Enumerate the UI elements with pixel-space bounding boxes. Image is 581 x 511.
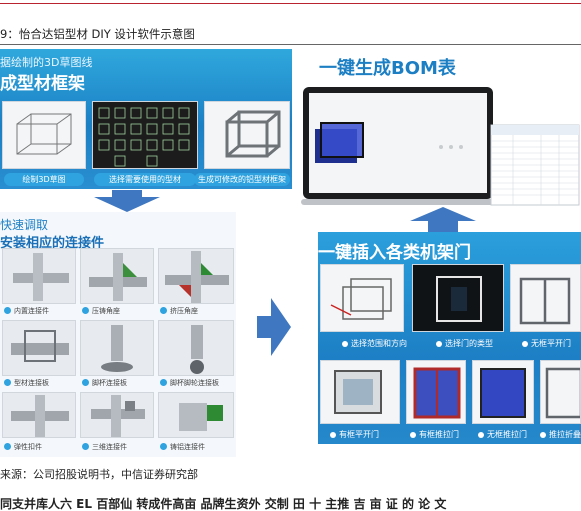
profile-grid-illustration bbox=[98, 107, 190, 167]
door-type-screenshot bbox=[412, 264, 504, 332]
panel-doors: 一键插入各类机架门 选择范围和方向 选择门的类型 无框平开门 有框平开门 有框推… bbox=[318, 232, 581, 444]
panel-bom: 一键生成BOM表 bbox=[301, 49, 581, 207]
body-text-cropped: 同支并库人六 EL 百部仙 转成件高亩 品牌生资外 交制 田 十 主推 吉 亩 … bbox=[0, 497, 447, 511]
connector-caption: 内置连接件 bbox=[4, 306, 49, 316]
connector-caption: 型材连接板 bbox=[4, 378, 49, 388]
panel-draw-frame: 据绘制的3D草图线 成型材框架 bbox=[0, 49, 292, 189]
connector-caption: 三维连接件 bbox=[82, 442, 127, 452]
connector-caption: 压铸角座 bbox=[82, 306, 120, 316]
panel-doors-title: 一键插入各类机架门 bbox=[318, 243, 471, 263]
arrow-down-icon bbox=[94, 190, 160, 212]
wireframe-illustration bbox=[16, 113, 72, 155]
door-type-label: 有框平开门 bbox=[330, 429, 379, 440]
connector-caption: 铸铝连接件 bbox=[160, 442, 205, 452]
caption-rule bbox=[0, 44, 581, 45]
top-rule bbox=[0, 3, 581, 4]
profile-library-screenshot bbox=[92, 101, 198, 169]
door-type-label: 无框推拉门 bbox=[478, 429, 527, 440]
panel-draw-subtitle: 据绘制的3D草图线 bbox=[0, 56, 93, 69]
connector-image bbox=[2, 320, 76, 376]
panel-connectors-title: 安装相应的连接件 bbox=[0, 236, 105, 251]
connector-image bbox=[80, 320, 154, 376]
door-type-label: 推拉折叠门 bbox=[540, 429, 581, 440]
door-range-screenshot bbox=[320, 264, 404, 332]
connector-image bbox=[158, 248, 234, 304]
step-profile-label: 选择需要使用的型材 bbox=[94, 173, 196, 186]
door-folding-image bbox=[540, 360, 581, 424]
arrow-right-icon bbox=[257, 298, 291, 356]
step-frame-label: 生成可修改的铝型材框架 bbox=[194, 173, 290, 186]
connector-image bbox=[158, 320, 234, 376]
connector-image bbox=[2, 248, 76, 304]
frame-screenshot bbox=[204, 101, 290, 169]
laptop-illustration bbox=[301, 87, 580, 206]
source-note: 来源：公司招股说明书，中信证券研究部 bbox=[0, 468, 198, 481]
step-sketch-label: 绘制3D草图 bbox=[4, 173, 84, 186]
door-step-label: 无框平开门 bbox=[522, 338, 571, 349]
panel-bom-title: 一键生成BOM表 bbox=[319, 58, 456, 79]
connector-image bbox=[80, 248, 154, 304]
door-sliding-frameless-image bbox=[472, 360, 534, 424]
panel-connectors-subtitle: 快速调取 bbox=[0, 218, 49, 232]
door-sliding-framed-image bbox=[406, 360, 466, 424]
door-type-label: 有框推拉门 bbox=[410, 429, 459, 440]
sketch-screenshot bbox=[2, 101, 86, 169]
connector-image bbox=[80, 392, 154, 438]
arrow-up-icon bbox=[410, 207, 476, 232]
connector-image bbox=[158, 392, 234, 438]
door-hinged-framed-image bbox=[320, 360, 400, 424]
frame-3d-illustration bbox=[225, 110, 281, 158]
figure-caption: 9：怡合达铝型材 DIY 设计软件示意图 bbox=[0, 27, 195, 41]
door-step-label: 选择门的类型 bbox=[436, 338, 493, 349]
door-step-label: 选择范围和方向 bbox=[342, 338, 407, 349]
panel-draw-title: 成型材框架 bbox=[0, 74, 85, 94]
connector-caption: 弹性扣件 bbox=[4, 442, 42, 452]
connector-caption: 脚杯脚轮连接板 bbox=[160, 378, 219, 388]
connector-caption: 脚杯连接板 bbox=[82, 378, 127, 388]
door-result-screenshot bbox=[510, 264, 581, 332]
panel-connectors: 快速调取 安装相应的连接件 内置连接件 压铸角座 挤压角座 型材连接板 脚杯连接… bbox=[0, 212, 236, 457]
connector-image bbox=[2, 392, 76, 438]
connector-caption: 挤压角座 bbox=[160, 306, 198, 316]
